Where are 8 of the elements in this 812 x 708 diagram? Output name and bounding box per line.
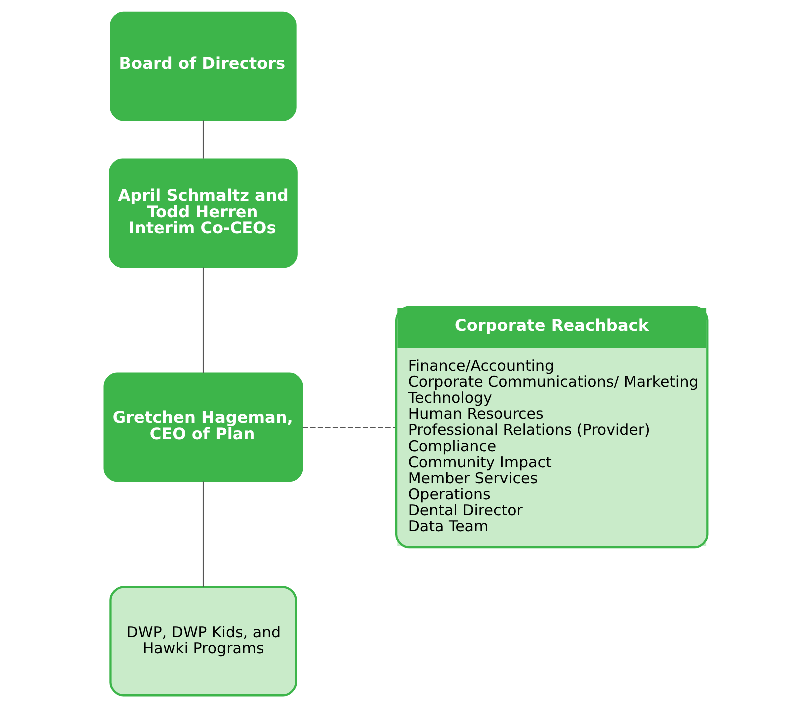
connector bbox=[202, 482, 204, 588]
node-box: Gretchen Hageman, CEO of Plan bbox=[103, 372, 303, 482]
connector bbox=[202, 120, 204, 159]
connector bbox=[202, 268, 204, 374]
node-box: DWP, DWP Kids, and Hawki Programs bbox=[109, 586, 297, 697]
node-box: April Schmaltz and Todd Herren Interim Co-CEOs bbox=[108, 158, 298, 268]
connector bbox=[302, 426, 395, 428]
node-box: Board of Directors bbox=[110, 12, 296, 122]
